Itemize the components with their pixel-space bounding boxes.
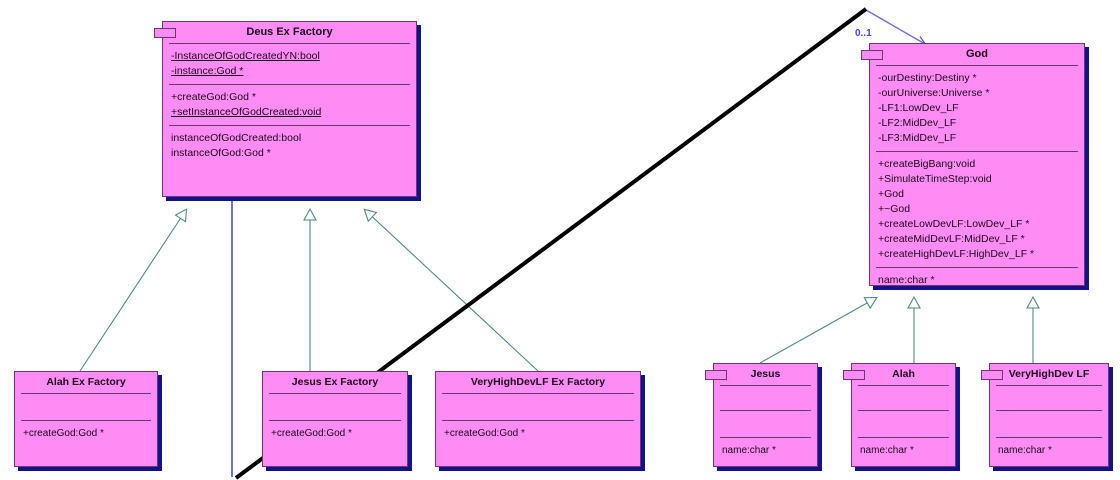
operation-row: +God	[878, 188, 904, 200]
multiplicity-label-zero-to-one: 0..1	[855, 28, 872, 39]
extra-row: name:char *	[878, 274, 935, 286]
compartment-divider	[720, 437, 811, 438]
class-box-veryhighdev-lf[interactable]: VeryHighDev LF name:char *	[981, 363, 1109, 467]
operations-compartment: +createGod:God *	[15, 421, 157, 446]
compartment-divider	[720, 385, 811, 386]
compartment-divider	[269, 420, 401, 421]
class-title: Alah	[892, 368, 915, 380]
operation-row: +createHighDevLF:HighDev_LF *	[878, 248, 1035, 260]
class-title: VeryHighDevLF Ex Factory	[470, 376, 606, 388]
operation-row: +createMidDevLF:MidDev_LF *	[878, 233, 1025, 245]
class-box-jesus-ex-factory[interactable]: Jesus Ex Factory +createGod:God *	[262, 371, 408, 467]
class-tab-icon	[861, 50, 883, 60]
operation-row: +createBigBang:void	[878, 158, 976, 170]
extra-compartment: name:char *	[714, 438, 817, 463]
class-box-jesus[interactable]: Jesus name:char *	[705, 363, 818, 467]
compartment-divider	[720, 410, 811, 411]
extra-compartment: name:char *	[852, 438, 955, 463]
compartment-divider	[858, 437, 949, 438]
attributes-compartment	[714, 386, 817, 410]
operations-compartment	[852, 411, 955, 437]
attributes-compartment	[852, 386, 955, 410]
compartment-divider	[876, 65, 1078, 66]
compartment-divider	[169, 43, 410, 44]
class-tab-icon	[154, 28, 176, 38]
class-box-alah-ex-factory[interactable]: Alah Ex Factory +createGod:God *	[14, 371, 158, 467]
compartment-divider	[876, 151, 1078, 152]
attribute-row: -InstanceOfGodCreatedYN:bool	[171, 50, 320, 62]
operations-compartment: +createGod:God *	[263, 421, 407, 446]
attribute-row: -ourDestiny:Destiny *	[878, 72, 977, 84]
operations-compartment: +createGod:God *	[436, 421, 640, 446]
class-tab-icon	[981, 370, 1003, 380]
compartment-divider	[21, 420, 151, 421]
operation-row: +createGod:God *	[444, 428, 525, 439]
generalization-alahexfactory-to-deusexfactory	[79, 208, 188, 372]
extra-compartment: instanceOfGodCreated:bool instanceOfGod:…	[163, 126, 416, 166]
generalization-jesus-to-god	[759, 296, 878, 364]
class-box-god[interactable]: God -ourDestiny:Destiny * -ourUniverse:U…	[861, 43, 1085, 286]
compartment-divider	[442, 420, 634, 421]
compartment-divider	[442, 393, 634, 394]
extra-row: name:char *	[722, 445, 776, 456]
extra-row: instanceOfGod:God *	[171, 147, 271, 159]
operation-row: +createGod:God *	[271, 428, 352, 439]
class-title: Jesus Ex Factory	[291, 376, 379, 388]
compartment-divider	[996, 437, 1102, 438]
class-tab-icon	[843, 370, 865, 380]
compartment-divider	[858, 410, 949, 411]
operation-row: +~God	[878, 203, 911, 215]
extra-row: name:char *	[998, 445, 1052, 456]
class-box-veryhighdevlf-ex-factory[interactable]: VeryHighDevLF Ex Factory +createGod:God …	[435, 371, 641, 467]
extra-row: instanceOfGodCreated:bool	[171, 132, 302, 144]
operation-row: +SimulateTimeStep:void	[878, 173, 992, 185]
operation-row: +createLowDevLF:LowDev_LF *	[878, 218, 1030, 230]
class-title: Jesus	[750, 368, 781, 380]
class-box-deus-ex-factory[interactable]: Deus Ex Factory -InstanceOfGodCreatedYN:…	[154, 21, 417, 197]
compartment-divider	[996, 385, 1102, 386]
extra-compartment: name:char *	[870, 268, 1084, 293]
operation-row: +createGod:God *	[171, 91, 256, 103]
generalization-veryhighdevlfexfactory-to-deusexfactory	[363, 208, 539, 372]
attribute-row: -LF2:MidDev_LF	[878, 117, 957, 129]
attribute-row: -LF1:LowDev_LF	[878, 102, 959, 114]
operation-row: +createGod:God *	[23, 428, 104, 439]
class-title: Alah Ex Factory	[46, 376, 126, 388]
class-title: Deus Ex Factory	[246, 26, 333, 38]
attributes-compartment	[263, 394, 407, 420]
attribute-row: -instance:God *	[171, 65, 244, 77]
class-title: VeryHighDev LF	[1008, 368, 1090, 380]
extra-row: name:char *	[860, 445, 914, 456]
attribute-row: -ourUniverse:Universe *	[878, 87, 990, 99]
operations-compartment	[714, 411, 817, 437]
association-deusexfactory-to-god	[231, 9, 927, 477]
class-box-alah[interactable]: Alah name:char *	[843, 363, 956, 467]
attributes-compartment: -ourDestiny:Destiny * -ourUniverse:Unive…	[870, 66, 1084, 151]
compartment-divider	[858, 385, 949, 386]
compartment-divider	[876, 267, 1078, 268]
extra-compartment: name:char *	[990, 438, 1108, 463]
class-title: God	[966, 48, 988, 60]
operation-row: +setInstanceOfGodCreated:void	[171, 106, 322, 118]
attributes-compartment: -InstanceOfGodCreatedYN:bool -instance:G…	[163, 44, 416, 84]
compartment-divider	[269, 393, 401, 394]
attributes-compartment	[436, 394, 640, 420]
compartment-divider	[169, 84, 410, 85]
compartment-divider	[169, 125, 410, 126]
attributes-compartment	[990, 386, 1108, 410]
operations-compartment: +createBigBang:void +SimulateTimeStep:vo…	[870, 152, 1084, 267]
operations-compartment	[990, 411, 1108, 437]
operations-compartment: +createGod:God * +setInstanceOfGodCreate…	[163, 85, 416, 125]
compartment-divider	[996, 410, 1102, 411]
attributes-compartment	[15, 394, 157, 420]
attribute-row: -LF3:MidDev_LF	[878, 132, 957, 144]
compartment-divider	[21, 393, 151, 394]
class-tab-icon	[705, 370, 727, 380]
